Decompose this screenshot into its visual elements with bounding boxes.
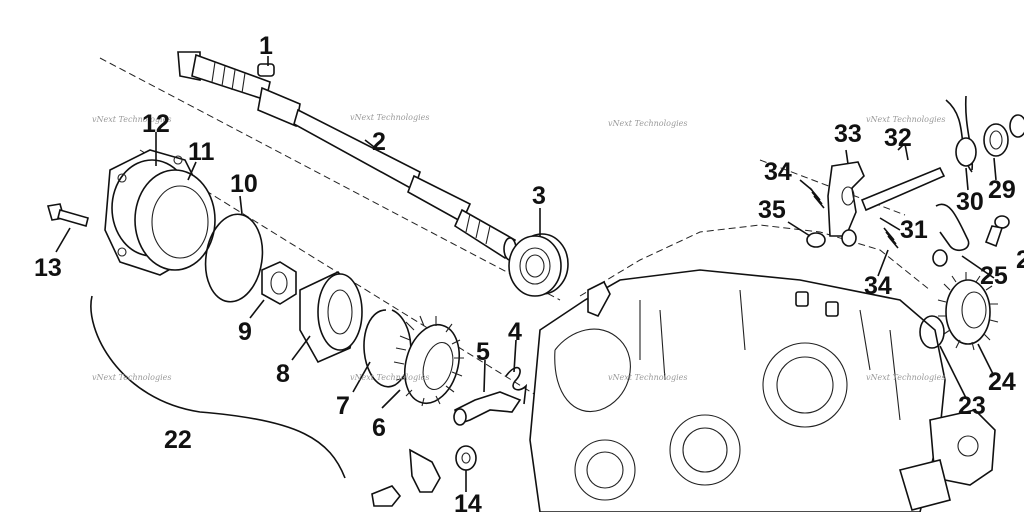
spur-gear — [937, 272, 999, 351]
detent-spring-left — [809, 187, 825, 209]
label-part-25: 25 — [980, 262, 1008, 290]
spring-collar — [955, 137, 977, 167]
label-part-2-edge: 2 — [1016, 246, 1024, 274]
small-spring-coil — [932, 249, 948, 267]
label-part-34-top: 34 — [764, 158, 792, 186]
watermark-text: vNext Technologies — [866, 115, 945, 124]
label-part-12: 12 — [142, 110, 170, 138]
label-part-3: 3 — [532, 182, 546, 210]
label-part-34-bottom: 34 — [864, 272, 892, 300]
watermarks: vNext Technologies vNext Technologies vN… — [92, 113, 945, 382]
shift-lever-assembly — [827, 161, 946, 247]
label-part-5: 5 — [476, 338, 490, 366]
part-labels: 1 2 3 4 5 6 7 8 9 10 11 12 13 14 22 23 2… — [34, 32, 1024, 512]
label-part-24: 24 — [988, 368, 1016, 396]
detent-spring-right — [883, 227, 899, 249]
snap-ring — [363, 309, 412, 388]
label-part-30: 30 — [956, 188, 984, 216]
group-bracket — [90, 295, 346, 479]
hex-nut — [261, 261, 297, 305]
cam-collar — [455, 445, 477, 471]
label-part-31: 31 — [900, 216, 928, 244]
label-part-14: 14 — [454, 490, 482, 512]
watermark-text: vNext Technologies — [608, 373, 687, 382]
transmission-case — [529, 224, 996, 512]
label-part-8: 8 — [276, 360, 290, 388]
watermark-text: vNext Technologies — [608, 119, 687, 128]
watermark-text: vNext Technologies — [92, 373, 171, 382]
label-part-33: 33 — [834, 120, 862, 148]
main-shaft — [177, 51, 517, 261]
label-part-35: 35 — [758, 196, 786, 224]
bearing-housing — [104, 149, 216, 276]
label-part-32: 32 — [884, 124, 912, 152]
label-part-13: 13 — [34, 254, 62, 282]
label-part-2: 2 — [372, 128, 386, 156]
torsion-spring — [505, 366, 528, 405]
shift-spring — [935, 203, 970, 252]
needle-bearing — [299, 271, 363, 364]
hex-bolt-right — [984, 215, 1010, 248]
washer — [806, 232, 826, 248]
label-part-6: 6 — [372, 414, 386, 442]
shift-fork — [453, 391, 522, 426]
bushing — [983, 114, 1024, 157]
label-part-29: 29 — [988, 176, 1016, 204]
label-part-23: 23 — [958, 392, 986, 420]
label-part-4: 4 — [508, 318, 522, 346]
roll-pin — [904, 143, 909, 161]
o-ring — [204, 213, 264, 303]
thrust-washer — [919, 315, 945, 349]
shaft-key — [257, 63, 275, 77]
label-part-22: 22 — [164, 426, 192, 454]
watermark-text: vNext Technologies — [350, 113, 429, 122]
detent-bracket — [371, 448, 441, 507]
label-part-1: 1 — [259, 32, 273, 60]
flange-bolt — [46, 203, 89, 227]
watermark-text: vNext Technologies — [92, 115, 171, 124]
watermark-text: vNext Technologies — [350, 373, 429, 382]
watermark-text: vNext Technologies — [866, 373, 945, 382]
leader-lines — [55, 56, 997, 492]
label-part-10: 10 — [230, 170, 258, 198]
bevel-gear — [393, 315, 464, 407]
label-part-7: 7 — [336, 392, 350, 420]
shaft-bearing — [508, 233, 569, 297]
label-part-9: 9 — [238, 318, 252, 346]
label-part-11: 11 — [188, 138, 215, 166]
